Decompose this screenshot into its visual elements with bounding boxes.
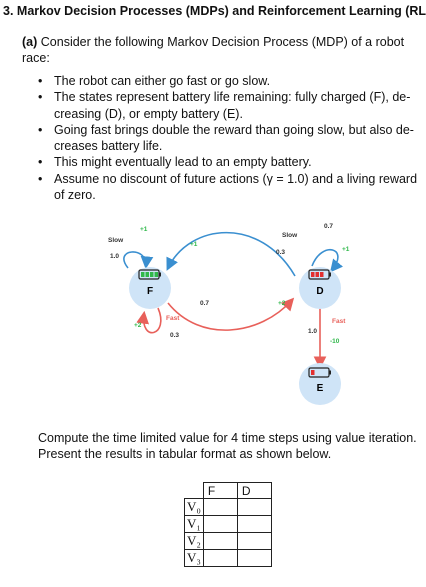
fast-d-reward: -10: [330, 338, 340, 345]
compute-instructions: Compute the time limited value for 4 tim…: [38, 431, 417, 461]
bullet-item: The robot can either go fast or go slow.: [38, 73, 426, 90]
bullet-item: Going fast brings double the reward than…: [38, 122, 426, 155]
state-e-label: E: [317, 383, 324, 394]
table-cell[interactable]: [202, 498, 238, 516]
slow-d-label: Slow: [282, 232, 298, 239]
table-cell[interactable]: [236, 549, 272, 567]
slow-d-self-reward: +1: [342, 246, 350, 253]
table-cell[interactable]: [202, 532, 238, 550]
question-title-text: Markov Decision Processes (MDPs) and Rei…: [16, 4, 426, 18]
slow-f-label: Slow: [108, 237, 124, 244]
slow-d-prob: 0.3: [276, 249, 285, 256]
slow-self-loop-d: [311, 249, 344, 273]
column-header-d: D: [236, 482, 272, 499]
fast-f-to-d-arrow: [167, 297, 295, 331]
slow-d-to-f-arrow: [166, 231, 296, 277]
question-number: 3.: [3, 4, 14, 18]
assumption-list: The robot can either go fast or go slow.…: [38, 73, 426, 203]
column-header-f: F: [202, 482, 238, 499]
row-header-v3: V₃: [184, 549, 204, 567]
fast-d-prob: 1.0: [308, 328, 317, 335]
table-cell[interactable]: [236, 498, 272, 516]
fast-self-loop-f: [136, 307, 162, 334]
table-cell[interactable]: [202, 549, 238, 567]
table-cell[interactable]: [236, 515, 272, 533]
table-cell[interactable]: [236, 532, 272, 550]
fast-f-to-d-prob: 0.7: [200, 300, 209, 307]
bullet-item: This might eventually lead to an empty b…: [38, 154, 426, 171]
slow-self-loop-f: [123, 251, 154, 270]
table-corner: [184, 482, 204, 499]
state-d-label: D: [316, 286, 323, 297]
bullet-item: Assume no discount of future actions (γ …: [38, 171, 426, 204]
fast-d-label: Fast: [332, 318, 346, 325]
slow-d-self-prob: 0.7: [324, 223, 333, 230]
value-table: F D V₀ V₁ V₂ V₃: [184, 482, 272, 567]
state-f: F: [129, 267, 171, 309]
state-f-label: F: [147, 286, 153, 297]
fast-f-self-prob: 0.3: [170, 332, 179, 339]
table-cell[interactable]: [202, 515, 238, 533]
row-header-v2: V₂: [184, 532, 204, 550]
part-a-intro-text: Consider the following Markov Decision P…: [22, 35, 405, 65]
fast-f-to-d-reward: +2: [278, 300, 286, 307]
row-header-v1: V₁: [184, 515, 204, 533]
part-a-label: (a): [22, 35, 38, 49]
f-to-d-slow-reward: +1: [190, 241, 198, 248]
mdp-diagram: F D E Slow +1 1.0 +1 Slow 0.3 0.7 +1 Fas…: [108, 223, 350, 405]
slow-f-reward: +1: [140, 226, 148, 233]
part-a-intro: (a) Consider the following Markov Decisi…: [22, 34, 426, 66]
bullet-item: The states represent battery life remain…: [38, 89, 426, 122]
fast-f-self-reward: +2: [134, 322, 142, 329]
state-d: D: [299, 267, 341, 309]
state-e: E: [299, 363, 341, 405]
row-header-v0: V₀: [184, 498, 204, 516]
fast-f-label: Fast: [166, 315, 180, 322]
slow-f-prob: 1.0: [110, 253, 119, 260]
question-title: 3. Markov Decision Processes (MDPs) and …: [3, 4, 426, 18]
